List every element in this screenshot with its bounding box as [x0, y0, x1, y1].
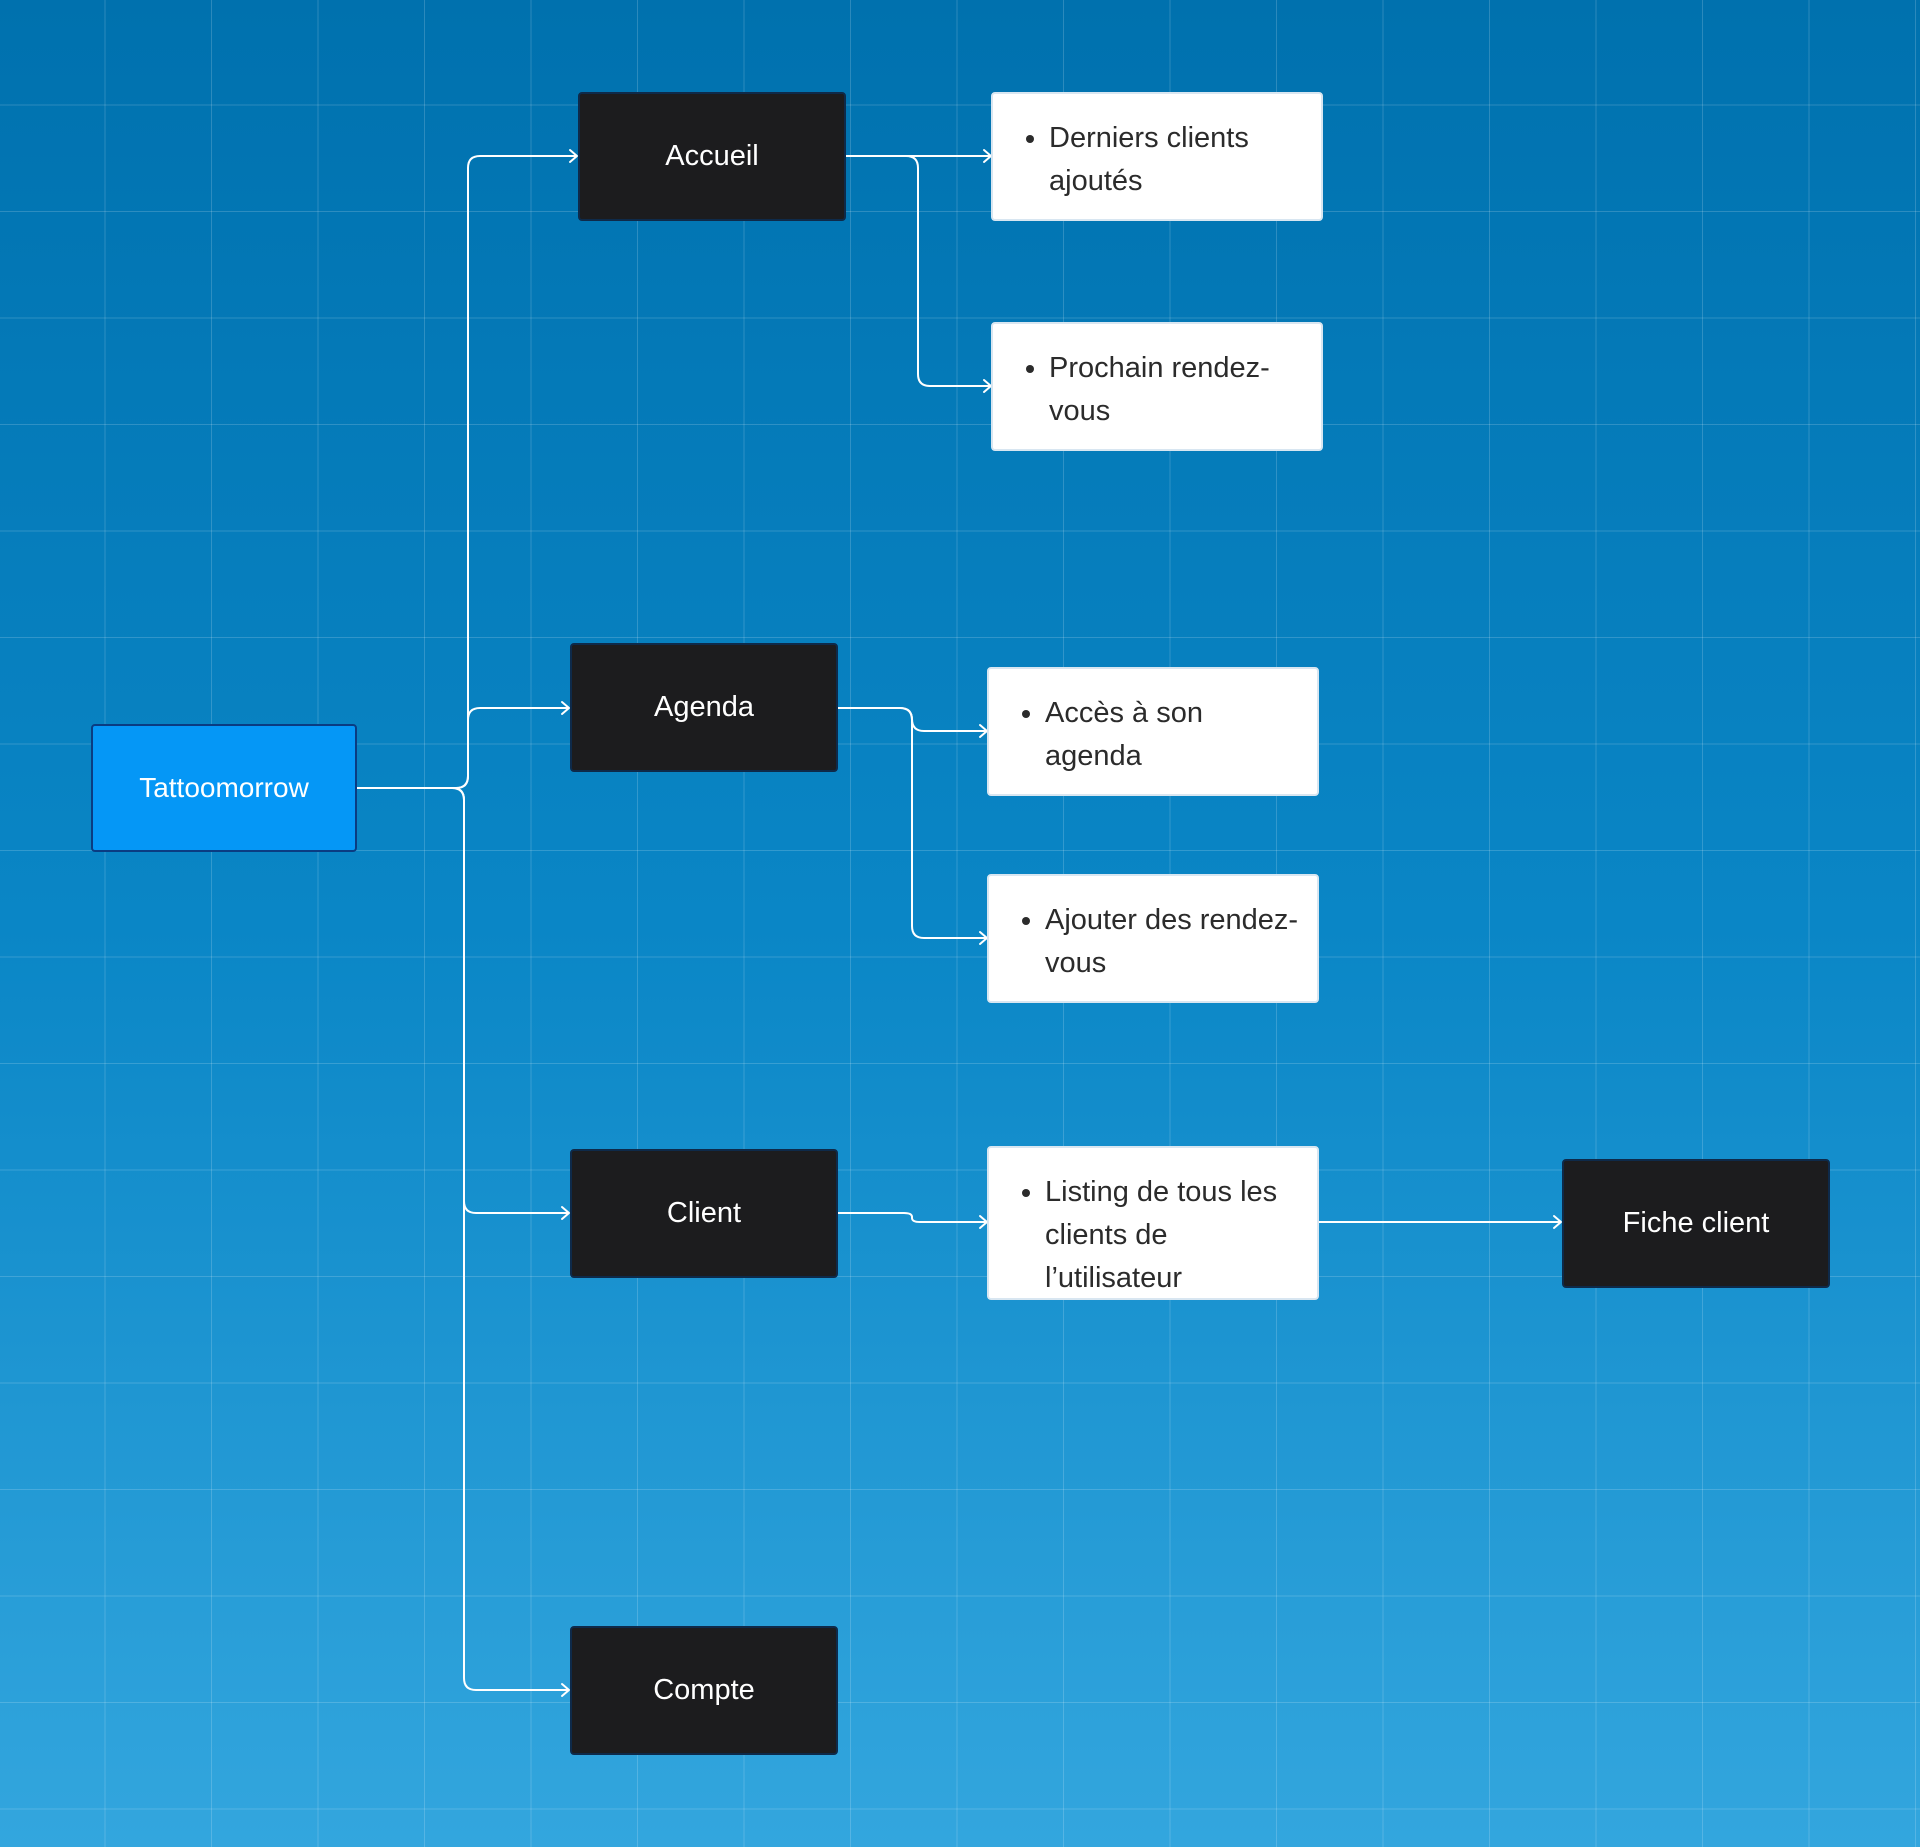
detail-list: Prochain rendez-vous	[993, 324, 1321, 433]
detail-node-listing-clients[interactable]: Listing de tous les clients de l’utilisa…	[987, 1146, 1319, 1300]
arrowhead-compte	[561, 1683, 570, 1697]
section-node-client[interactable]: Client	[570, 1149, 838, 1278]
section-node-label: Agenda	[654, 691, 754, 723]
section-node-compte[interactable]: Compte	[570, 1626, 838, 1755]
section-node-label: Accueil	[665, 140, 759, 172]
detail-item: Listing de tous les clients de l’utilisa…	[1045, 1171, 1299, 1300]
detail-item: Derniers clients ajoutés	[1049, 117, 1303, 203]
detail-list: Ajouter des rendez-vous	[989, 876, 1317, 985]
detail-item: Ajouter des rendez-vous	[1045, 899, 1299, 985]
connector-root-compte	[356, 787, 569, 1691]
section-node-label: Client	[666, 1197, 742, 1229]
arrowhead-fiche	[1553, 1215, 1562, 1229]
connector-root-agenda	[356, 707, 569, 789]
connector-root-client	[356, 787, 569, 1214]
section-node-accueil[interactable]: Accueil	[578, 92, 846, 221]
arrowhead-accueil	[569, 149, 578, 163]
detail-node-ajouter-rdv[interactable]: Ajouter des rendez-vous	[987, 874, 1319, 1003]
leaf-node-fiche-client[interactable]: Fiche client	[1562, 1159, 1830, 1288]
detail-node-derniers-clients[interactable]: Derniers clients ajoutés	[991, 92, 1323, 221]
detail-node-prochain-rdv[interactable]: Prochain rendez-vous	[991, 322, 1323, 451]
detail-list: Derniers clients ajoutés	[993, 94, 1321, 203]
arrowhead-agenda	[561, 701, 570, 715]
root-node-label: Tattoomorrow	[139, 772, 309, 803]
detail-item: Prochain rendez-vous	[1049, 347, 1303, 433]
leaf-node-label: Fiche client	[1622, 1207, 1770, 1239]
connector-accueil-prochain	[845, 155, 991, 387]
detail-list: Listing de tous les clients de l’utilisa…	[989, 1148, 1317, 1300]
detail-node-acces-agenda[interactable]: Accès à son agenda	[987, 667, 1319, 796]
detail-list: Accès à son agenda	[989, 669, 1317, 778]
connector-client-listing	[837, 1212, 987, 1223]
section-node-agenda[interactable]: Agenda	[570, 643, 838, 772]
arrowhead-client	[561, 1206, 570, 1220]
connector-agenda-ajouter	[837, 707, 987, 939]
detail-item: Accès à son agenda	[1045, 692, 1299, 778]
section-node-label: Compte	[653, 1674, 755, 1706]
connector-root-accueil	[356, 155, 577, 789]
root-node[interactable]: Tattoomorrow	[91, 724, 357, 852]
